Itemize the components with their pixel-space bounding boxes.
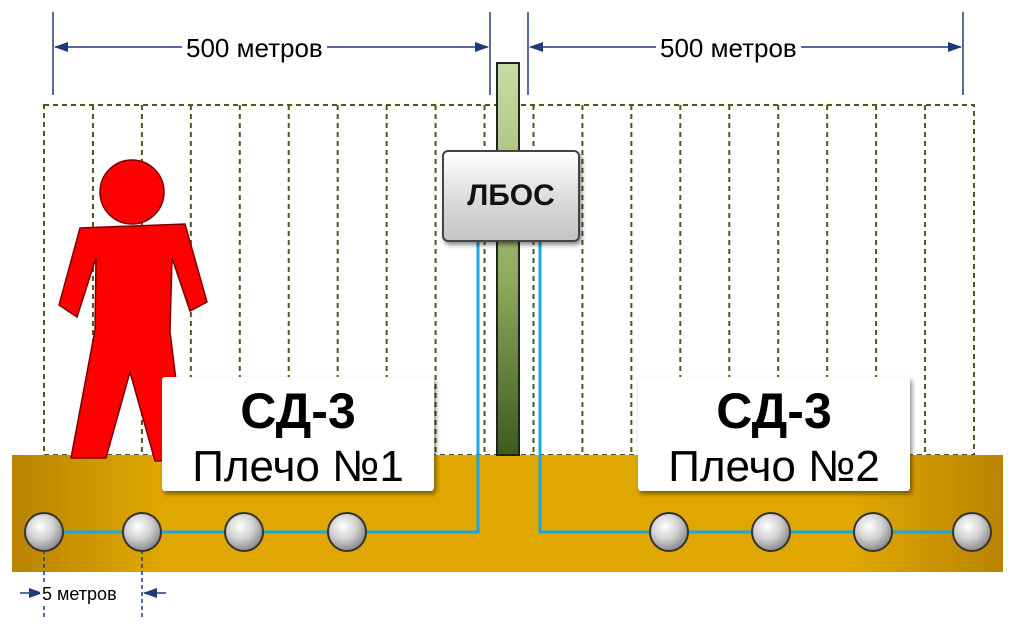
sensor-node-icon xyxy=(122,512,162,552)
arm1-title: СД-3 xyxy=(240,383,356,439)
spacing-label: 5 метров xyxy=(40,584,119,604)
sensor-node-icon xyxy=(24,512,64,552)
arm2-subtitle: Плечо №2 xyxy=(668,442,880,491)
spacing-dimension xyxy=(20,550,166,618)
cable-left xyxy=(44,238,480,534)
sensor-node-icon xyxy=(224,512,264,552)
sensor-cable xyxy=(44,238,972,534)
sensor-node-icon xyxy=(751,512,791,552)
distance-label-left: 500 метров xyxy=(182,33,327,63)
controller-label: ЛБОС xyxy=(467,179,555,212)
arm2-label-box: СД-3 Плечо №2 xyxy=(638,377,910,491)
sensor-node-icon xyxy=(649,512,689,552)
arm1-label-box: СД-3 Плечо №1 xyxy=(162,377,434,491)
distance-label-right: 500 метров xyxy=(656,33,801,63)
pole-icon xyxy=(496,62,520,456)
zone-outline xyxy=(43,104,975,456)
sensor-node-icon xyxy=(853,512,893,552)
cable-right xyxy=(538,238,972,534)
sensor-node-icon xyxy=(327,512,367,552)
arm1-subtitle: Плечо №1 xyxy=(192,442,404,491)
controller-box: ЛБОС xyxy=(442,150,580,242)
arm2-title: СД-3 xyxy=(716,383,832,439)
sensor-nodes xyxy=(24,512,992,552)
sensor-node-icon xyxy=(952,512,992,552)
